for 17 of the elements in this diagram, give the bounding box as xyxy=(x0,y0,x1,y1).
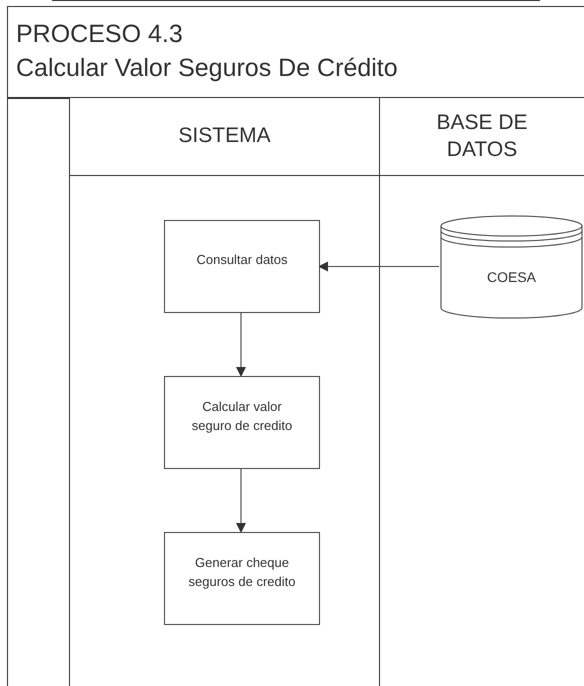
header-text: Calcular Valor Seguros De Crédito xyxy=(16,53,399,84)
process-box xyxy=(164,532,320,625)
database-label: COESA xyxy=(486,268,536,286)
lane-heading: SISTEMA xyxy=(177,123,272,150)
process-box xyxy=(164,220,320,313)
process-text: Calcular valor seguro de credito xyxy=(190,398,294,435)
swimlane xyxy=(379,98,584,686)
arrow xyxy=(236,312,246,377)
header-text: PROCESO 4.3 xyxy=(16,19,184,50)
process-box xyxy=(164,376,320,469)
swimlane xyxy=(69,98,379,686)
process-text: Generar cheque seguros de credito xyxy=(188,554,296,591)
process-header xyxy=(7,6,584,98)
arrow xyxy=(318,262,440,272)
lane-heading: BASE DE DATOS xyxy=(435,110,529,162)
process-text: Consultar datos xyxy=(196,251,288,270)
arrow xyxy=(236,468,246,533)
